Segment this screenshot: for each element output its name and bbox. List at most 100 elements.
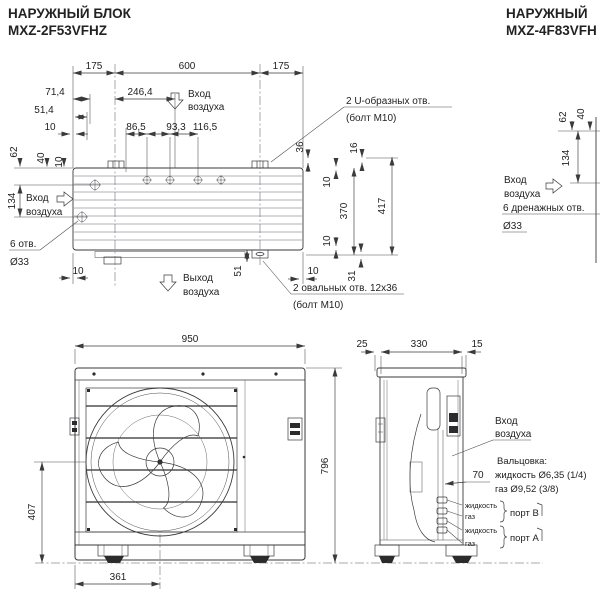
dim-175-left: 175	[86, 61, 103, 72]
dim-116-5: 116,5	[193, 122, 218, 133]
dim-51: 51	[233, 265, 244, 277]
drain-note-right-1: 6 дренажных отв.	[503, 203, 585, 214]
air-inlet-top-2: воздуха	[188, 102, 225, 113]
bracket-port-b-icon	[536, 502, 543, 516]
air-inlet-left-2: воздуха	[26, 207, 63, 218]
dim-134: 134	[7, 192, 18, 209]
u-holes-note-1: 2 U-образных отв.	[346, 95, 430, 107]
air-inlet-right-1: Вход	[504, 175, 527, 186]
side-view-top-cap	[376, 367, 467, 378]
flare-note-gas: газ Ø9,52 (3/8)	[495, 484, 558, 495]
outlet-grille-strip	[94, 251, 246, 258]
dim-407: 407	[27, 503, 38, 520]
flare-note-title: Вальцовка:	[497, 456, 547, 467]
front-feet	[97, 544, 275, 563]
air-flow-right-arrow-icon	[56, 191, 74, 207]
brace-port-b-icon	[499, 500, 508, 523]
air-flow-right-arrow-icon	[545, 178, 563, 194]
dim-51-4: 51,4	[34, 105, 54, 116]
air-inlet-right-2: воздуха	[504, 189, 541, 200]
port-b-label: порт B	[510, 508, 539, 519]
dim-40: 40	[36, 152, 47, 164]
port-a-label: порт A	[510, 533, 539, 544]
side-feet	[374, 539, 478, 563]
dim-25: 25	[356, 339, 368, 350]
dim-10-bottom-edge: 10	[307, 266, 319, 277]
drain-holes-note-2: Ø33	[10, 257, 29, 268]
front-view-drawing: 950	[27, 334, 543, 589]
right-unit-title: НАРУЖНЫЙ	[506, 6, 588, 21]
right-partial-view: 62 40 134 Вход воздуха 6 дренажных отв. …	[502, 108, 600, 263]
fan-blade	[153, 405, 200, 463]
fan-blade	[98, 441, 161, 487]
left-unit-title: НАРУЖНЫЙ БЛОК	[8, 6, 132, 21]
valve-cover-curve	[409, 413, 436, 543]
dim-31: 31	[347, 270, 358, 282]
air-inlet-top-1: Вход	[188, 89, 211, 100]
top-view-body	[72, 167, 304, 251]
handle	[426, 387, 441, 431]
dim-62: 62	[9, 146, 20, 158]
dim-10-left: 10	[54, 156, 65, 168]
drain-holes-note-1: 6 отв.	[10, 239, 36, 250]
front-view-body	[74, 367, 306, 561]
dim-175-right: 175	[273, 61, 290, 72]
dim-417: 417	[377, 197, 388, 214]
side-handle	[69, 417, 80, 436]
dim-950: 950	[182, 334, 199, 345]
right-unit-model: MXZ-4F83VFH	[506, 23, 597, 38]
bracket-port-a-icon	[536, 527, 543, 541]
dim-36: 36	[295, 141, 306, 153]
dim-10-bottom-right: 10	[322, 235, 333, 247]
drain-holes	[76, 179, 101, 223]
air-inlet-left-1: Вход	[26, 193, 49, 204]
fan	[85, 387, 235, 537]
mounting-holes	[142, 175, 226, 185]
air-outlet-1: Выход	[183, 273, 213, 284]
drain-note-right-2: Ø33	[503, 221, 522, 232]
dim-16: 16	[349, 142, 360, 154]
side-view-drawing: 25 330 15	[356, 339, 587, 563]
oval-holes-note-2: (болт M10)	[293, 299, 343, 311]
dim-10-top-right: 10	[322, 176, 333, 188]
top-view-fins	[74, 175, 302, 241]
port-a-liquid-label: жидкость	[465, 526, 497, 535]
top-view-drawing: 175 600 175 71,4 246,4 51,4 10 86,5 93,3…	[7, 61, 452, 311]
dim-246-4: 246,4	[127, 87, 152, 98]
dim-330: 330	[411, 339, 428, 350]
dim-86-5: 86,5	[126, 122, 146, 133]
top-view-dimensions: 175 600 175 71,4 246,4 51,4 10 86,5 93,3…	[7, 61, 395, 282]
u-holes-note-2: (болт M10)	[346, 112, 396, 124]
electrical-box	[446, 395, 461, 437]
port-b-liquid-label: жидкость	[465, 501, 497, 510]
port-b-gas-label: газ	[465, 512, 476, 521]
air-outlet-2: воздуха	[183, 287, 220, 298]
dim-93-3: 93,3	[166, 122, 186, 133]
dim-370: 370	[339, 202, 350, 219]
dim-15: 15	[471, 339, 483, 350]
air-inlet-side-1: Вход	[495, 416, 518, 427]
refrigerant-ports	[436, 496, 448, 534]
service-connector	[287, 417, 303, 441]
dim-134-right: 134	[561, 149, 572, 166]
fan-blade	[159, 461, 204, 518]
dim-70: 70	[472, 470, 484, 481]
top-view-labels: Вход воздуха Вход воздуха 6 отв. Ø33 2 U…	[9, 89, 452, 311]
flare-note-liquid: жидкость Ø6,35 (1/4)	[495, 470, 587, 481]
dim-40-right: 40	[576, 108, 587, 120]
brace-port-a-icon	[499, 525, 508, 549]
dim-796: 796	[320, 457, 331, 474]
dim-361: 361	[110, 572, 127, 583]
air-flow-down-arrow-icon	[159, 274, 177, 292]
dim-62-right: 62	[558, 111, 569, 123]
top-view-extension-lines	[14, 64, 398, 288]
air-flow-down-arrow-icon	[166, 92, 184, 110]
titles: НАРУЖНЫЙ БЛОК MXZ-2F53VFHZ НАРУЖНЫЙ MXZ-…	[8, 6, 597, 38]
left-unit-model: MXZ-2F53VFHZ	[8, 23, 107, 38]
mounting-brackets	[103, 160, 269, 265]
port-a-gas-label: газ	[465, 539, 476, 548]
dim-600: 600	[179, 61, 196, 72]
dim-10-bottom-left: 10	[72, 266, 84, 277]
